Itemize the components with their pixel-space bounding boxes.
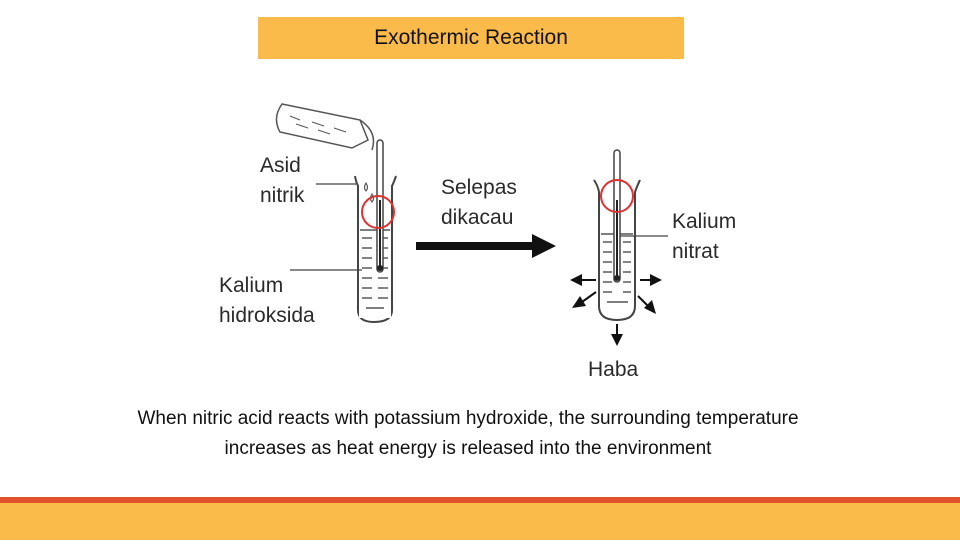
caption-line-2: increases as heat energy is released int… [224,438,712,459]
caption: When nitric acid reacts with potassium h… [40,404,896,464]
footer-accent-line [0,497,960,503]
heat-arrows [570,274,662,346]
label-asid: Asid [260,154,301,177]
thermometer-right [613,149,621,283]
caption-line-1: When nitric acid reacts with potassium h… [137,408,799,429]
reaction-diagram: Asid nitrik Kalium hidroksida Selepas di… [219,103,736,381]
liquid-right [601,233,633,303]
label-kalium-right: Kalium [672,210,736,233]
slide-title: Exothermic Reaction [374,26,568,49]
test-tube-right [593,179,641,322]
label-nitrat: nitrat [672,240,719,263]
label-nitrik: nitrik [260,184,305,207]
label-selepas: Selepas [441,176,517,199]
highlight-circle-right [600,179,634,213]
label-dikacau: dikacau [441,206,513,229]
pouring-beaker [275,103,375,151]
footer-bar [0,503,960,540]
reaction-arrow [416,234,556,258]
label-haba: Haba [588,358,639,381]
test-tube-left [354,175,397,324]
thermometer-left [376,139,384,273]
label-kalium-left: Kalium [219,274,283,297]
label-hidroksida: hidroksida [219,304,315,327]
highlight-circle-left [361,195,395,229]
title-banner: Exothermic Reaction [258,17,684,59]
label-leaders-left [290,183,362,271]
